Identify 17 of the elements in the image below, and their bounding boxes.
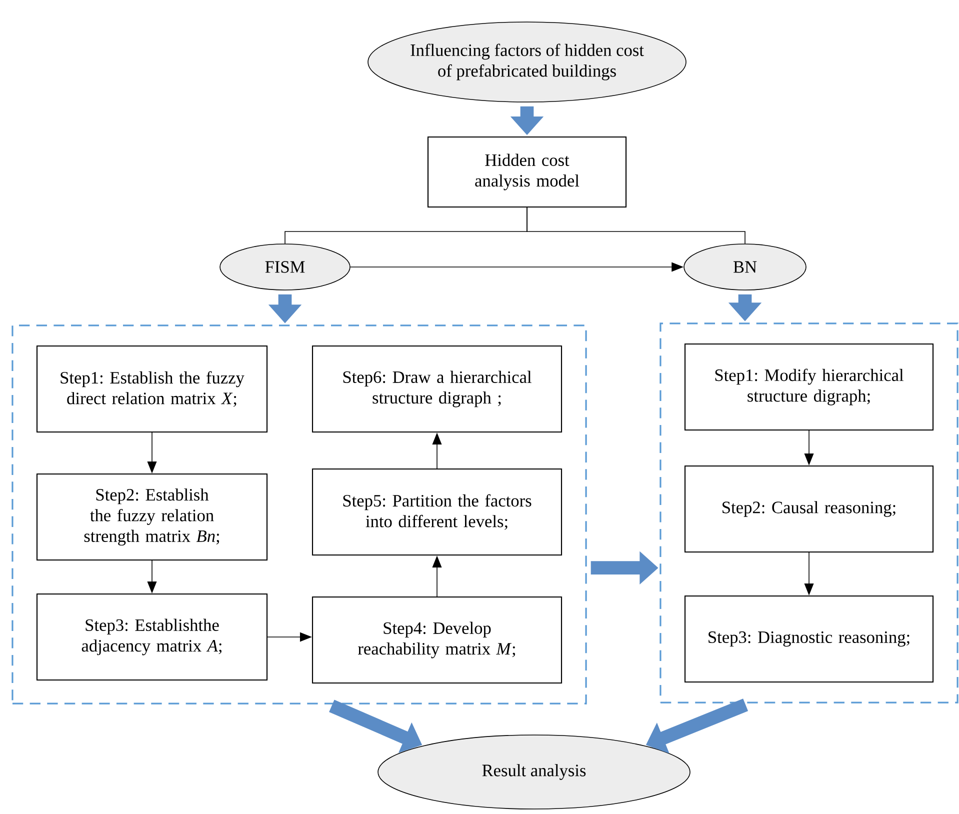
- ellipse-node: FISM: [220, 244, 350, 290]
- connector-line: [526, 207, 746, 244]
- step-box: Step5: Partition the factors into different levels;: [312, 468, 562, 556]
- step-box: Step3: Diagnostic reasoning;: [684, 595, 934, 683]
- step-box: Step2: Establish the fuzzy relation strength matrix Bn;: [36, 473, 268, 561]
- step-box: Step4: Develop reachability matrix M;: [312, 596, 562, 684]
- ellipse-node: Result analysis: [378, 734, 690, 810]
- process-box: Hidden cost analysis model: [427, 136, 627, 208]
- step-box: Step1: Modify hierarchical structure digraph;: [684, 343, 934, 431]
- step-box: Step3: Establishthe adjacency matrix A;: [36, 593, 268, 681]
- dashed-frame: [660, 322, 958, 704]
- step-box: Step1: Establish the fuzzy direct relation matrix X;: [36, 345, 268, 433]
- step-box: Step6: Draw a hierarchical structure digraph ;: [312, 345, 562, 433]
- step-box: Step2: Causal reasoning;: [684, 465, 934, 553]
- ellipse-node: Influencing factors of hidden cost of prefabricated buildings: [368, 22, 686, 102]
- ellipse-node: BN: [684, 244, 806, 290]
- dashed-frame: [12, 324, 587, 704]
